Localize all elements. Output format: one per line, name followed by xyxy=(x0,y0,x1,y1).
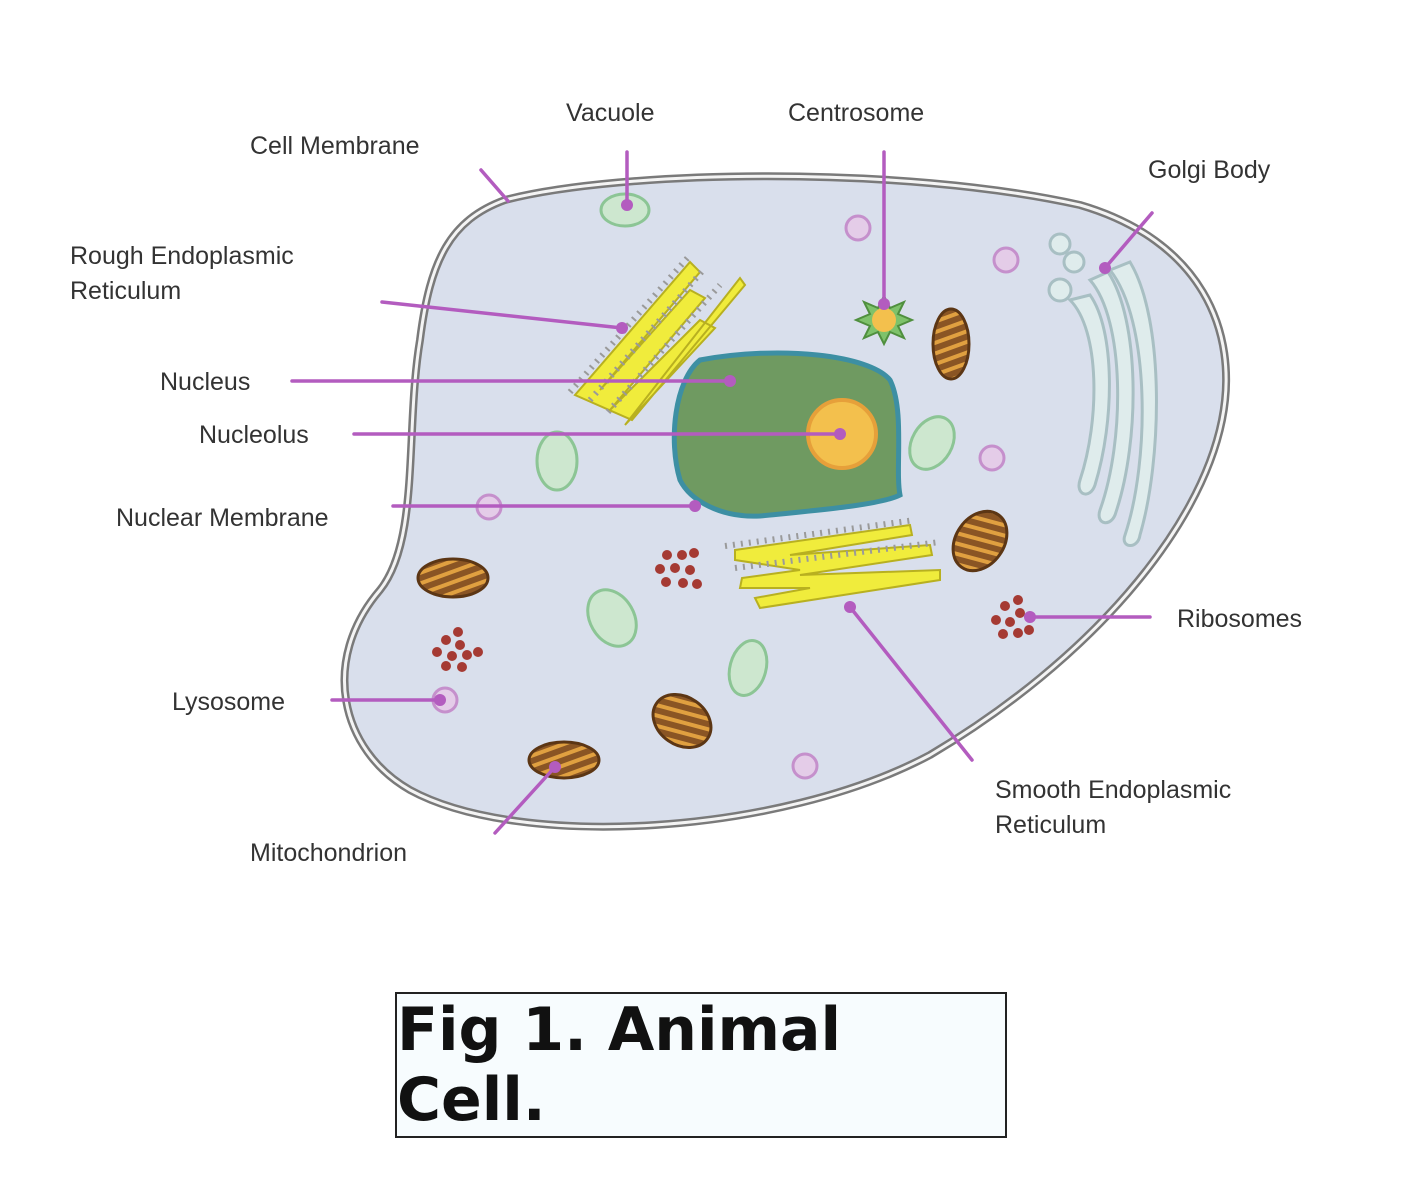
label-vacuole: Vacuole xyxy=(566,99,655,127)
label-mitochondrion: Mitochondrion xyxy=(250,839,407,867)
label-nucleus: Nucleus xyxy=(160,368,250,396)
label-golgi-body: Golgi Body xyxy=(1148,156,1271,184)
cell-diagram: Vacuole Centrosome Cell Membrane Golgi B… xyxy=(70,99,1302,867)
label-centrosome: Centrosome xyxy=(788,99,924,127)
label-lysosome: Lysosome xyxy=(172,688,285,716)
lysosomes xyxy=(431,214,1020,780)
label-smooth-er-line1: Smooth Endoplasmic xyxy=(995,776,1231,804)
label-nuclear-membrane: Nuclear Membrane xyxy=(116,504,329,532)
rough-er-shape xyxy=(567,253,747,426)
vacuoles xyxy=(535,192,956,697)
label-rough-er-line1: Rough Endoplasmic xyxy=(70,242,294,270)
label-nucleolus: Nucleolus xyxy=(199,421,309,449)
golgi-body-shape xyxy=(1047,232,1158,547)
figure-caption: Fig 1. Animal Cell. xyxy=(397,995,842,1135)
label-cell-membrane: Cell Membrane xyxy=(250,132,420,160)
label-rough-er-line2: Reticulum xyxy=(70,277,181,305)
labels: Vacuole Centrosome Cell Membrane Golgi B… xyxy=(70,99,1302,867)
centrosome-shape xyxy=(853,293,915,347)
leader-lines xyxy=(290,150,1154,835)
figure-caption-box: Fig 1. Animal Cell. xyxy=(395,992,1007,1138)
label-smooth-er-line2: Reticulum xyxy=(995,811,1106,839)
label-ribosomes: Ribosomes xyxy=(1177,605,1302,633)
ribosomes xyxy=(432,548,1034,672)
smooth-er-shape xyxy=(724,517,941,610)
mitochondria xyxy=(416,307,1009,780)
